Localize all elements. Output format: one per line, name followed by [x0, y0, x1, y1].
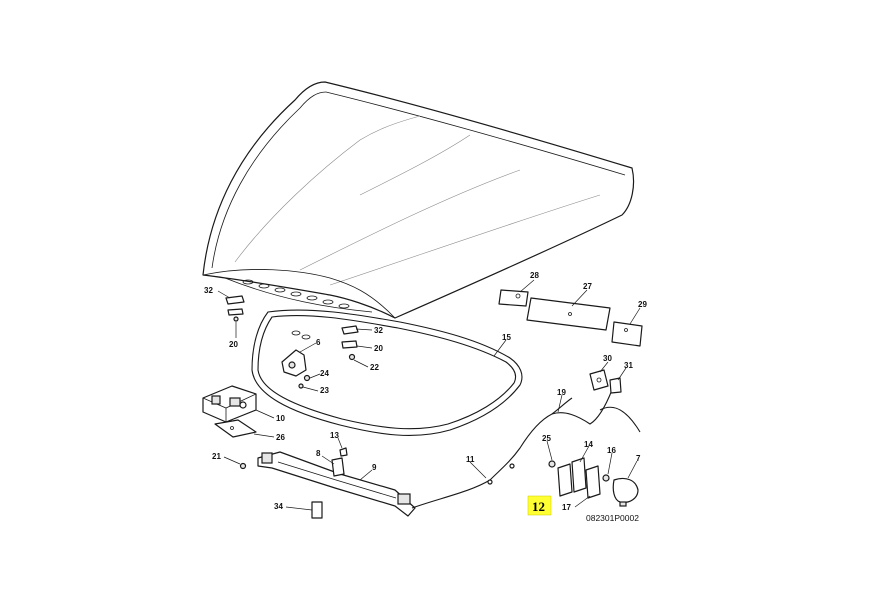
callout-22: 22 — [370, 363, 379, 372]
callout-labels: 32 20 6 24 23 32 20 22 10 26 15 28 27 29… — [204, 271, 647, 512]
screw-25 — [548, 460, 556, 468]
bracket-8 — [331, 457, 345, 477]
bracket-31 — [609, 377, 622, 394]
highlighted-part-number: 12 — [532, 499, 545, 514]
callout-29: 29 — [638, 300, 647, 309]
highlighted-part-badge[interactable]: 12 — [527, 495, 552, 516]
callout-8: 8 — [316, 449, 321, 458]
callout-23: 23 — [320, 386, 329, 395]
insulation-pad-28 — [498, 289, 529, 307]
callout-27: 27 — [583, 282, 592, 291]
callout-17: 17 — [562, 503, 571, 512]
callout-20: 20 — [374, 344, 383, 353]
callout-32: 32 — [204, 286, 213, 295]
insulation-pad-27 — [526, 297, 611, 331]
leader-lines — [217, 279, 641, 511]
buffer-32-left — [225, 295, 245, 322]
callout-34: 34 — [274, 502, 283, 511]
hood-seal-15 — [251, 309, 523, 436]
callout-15: 15 — [502, 333, 511, 342]
callout-28: 28 — [530, 271, 539, 280]
callout-30: 30 — [603, 354, 612, 363]
callout-21: 21 — [212, 452, 221, 461]
release-cable-11 — [411, 389, 641, 509]
callout-16: 16 — [607, 446, 616, 455]
handle-cover-7 — [612, 477, 639, 507]
callout-32: 32 — [374, 326, 383, 335]
hood-panel — [202, 81, 635, 319]
highlight-box — [527, 495, 552, 516]
callout-6: 6 — [316, 338, 321, 347]
release-bracket-9 — [257, 451, 416, 517]
hinge-6 — [281, 330, 311, 389]
clip-13 — [339, 447, 348, 457]
screw-21 — [239, 462, 247, 470]
cable-guide-34 — [311, 501, 323, 519]
hood-underside-vents — [242, 279, 350, 309]
buffer-32-right — [341, 325, 359, 361]
callout-19: 19 — [557, 388, 566, 397]
callout-20: 20 — [229, 340, 238, 349]
latch-plate-26 — [214, 419, 257, 438]
callout-14: 14 — [584, 440, 593, 449]
bracket-30 — [589, 369, 609, 391]
insulation-pad-29 — [611, 321, 643, 347]
callout-11: 11 — [466, 455, 475, 464]
diagram-reference-code: 082301P0002 — [586, 513, 639, 523]
handle-lever-14 — [557, 457, 587, 497]
callout-26: 26 — [276, 433, 285, 442]
callout-7: 7 — [636, 454, 641, 463]
handle-bracket-17 — [585, 465, 601, 499]
callout-25: 25 — [542, 434, 551, 443]
callout-24: 24 — [320, 369, 329, 378]
callout-31: 31 — [624, 361, 633, 370]
callout-13: 13 — [330, 431, 339, 440]
callout-10: 10 — [276, 414, 285, 423]
callout-9: 9 — [372, 463, 377, 472]
screw-16 — [602, 474, 610, 482]
latch-assembly-10 — [202, 385, 257, 423]
